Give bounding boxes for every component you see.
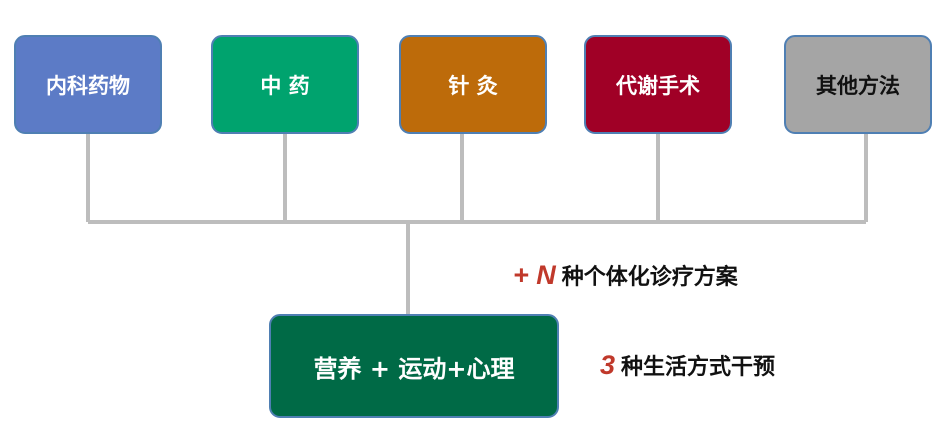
lifestyle-note-text: 种生活方式干预 [621,355,776,380]
treatment-box-internal-medicine: 内科药物 [14,35,162,134]
plan-count-accent: + N [513,260,556,290]
treatment-box-acupuncture: 针 灸 [399,35,547,134]
lifestyle-count-accent: 3 [600,350,616,380]
treatment-box-metabolic-surgery: 代谢手术 [584,35,732,134]
core-intervention-box: 营养 + 运动+心理 [269,314,559,418]
treatment-box-other-methods: 其他方法 [784,35,932,134]
treatment-box-chinese-medicine: 中 药 [211,35,359,134]
plan-note-text: 种个体化诊疗方案 [561,265,738,290]
